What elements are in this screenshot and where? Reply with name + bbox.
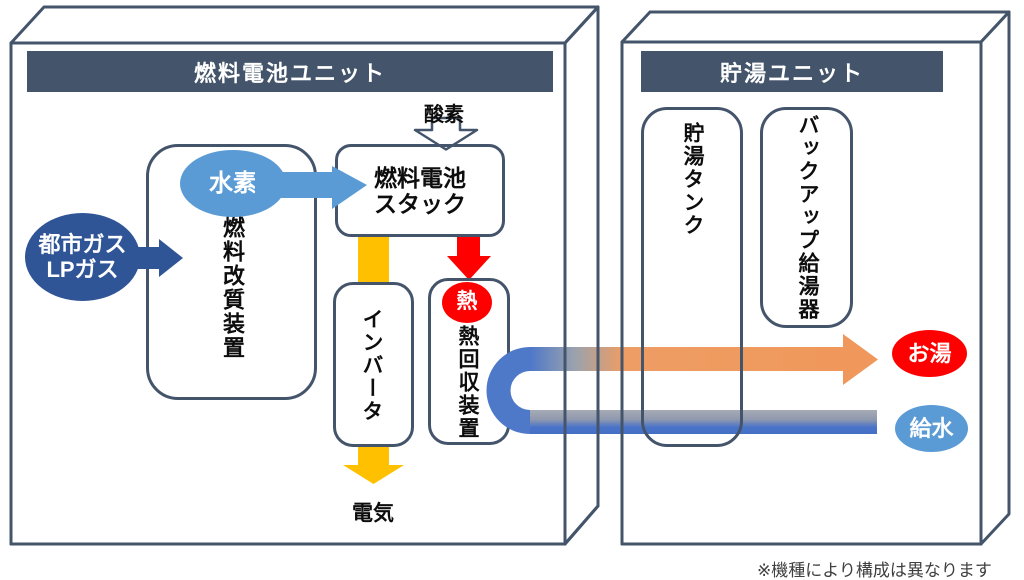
heat-label: 熱 (456, 290, 478, 314)
storage-unit-title-bar: 貯湯ユニット (641, 51, 943, 92)
hot-water-ellipse: お湯 (892, 330, 967, 377)
stack-label-line2: スタック (374, 190, 466, 217)
unit-outline-overlay (9, 5, 983, 546)
hot-water-label: お湯 (907, 340, 952, 366)
heat-arrow-body (457, 236, 480, 257)
tank-label: 貯湯タンク (681, 122, 704, 237)
water-supply-ellipse: 給水 (895, 405, 968, 452)
oxygen-label: 酸素 (424, 104, 464, 126)
backup-heater-box (760, 107, 853, 328)
heat-arrowhead (447, 256, 491, 280)
oxygen-arrow (413, 116, 479, 151)
hydrogen-label: 水素 (209, 169, 257, 197)
footnote: ※機種により構成は異なります (757, 561, 992, 580)
stack-label: 燃料電池 スタック (335, 144, 505, 237)
electricity-arrow-body (358, 446, 389, 466)
hot-water-arrowhead (843, 334, 878, 385)
hydrogen-arrow (255, 166, 367, 209)
electricity-arrowhead (343, 465, 404, 484)
hot-water-pipe (530, 347, 843, 371)
backup-heater-label: バックアップ給湯器 (796, 114, 819, 321)
gas-arrow (135, 239, 183, 277)
tank-box (641, 107, 743, 447)
storage-unit-box (620, 10, 1011, 546)
inverter-box (333, 282, 414, 447)
stack-label-line1: 燃料電池 (374, 164, 466, 191)
reformer-label: 燃料改質装置 (220, 216, 245, 360)
electricity-connector-top (358, 236, 389, 283)
gas-label-line2: LPガス (46, 257, 119, 282)
water-supply-label: 給水 (909, 415, 954, 441)
electricity-label: 電気 (352, 502, 394, 525)
pipe-u-turn (486, 347, 530, 434)
gas-input-ellipse: 都市ガス LPガス (25, 213, 140, 301)
fuel-cell-unit-title: 燃料電池ユニット (193, 60, 386, 86)
heat-ellipse: 熱 (442, 282, 492, 323)
heat-recovery-label: 熱回収装置 (456, 325, 479, 440)
gas-label-line1: 都市ガス (38, 231, 127, 257)
cold-water-pipe (530, 410, 877, 434)
reformer-box (146, 144, 317, 400)
inverter-label: インバータ (360, 308, 383, 423)
fuel-cell-unit-title-bar: 燃料電池ユニット (27, 51, 553, 92)
storage-unit-title: 貯湯ユニット (719, 60, 864, 86)
